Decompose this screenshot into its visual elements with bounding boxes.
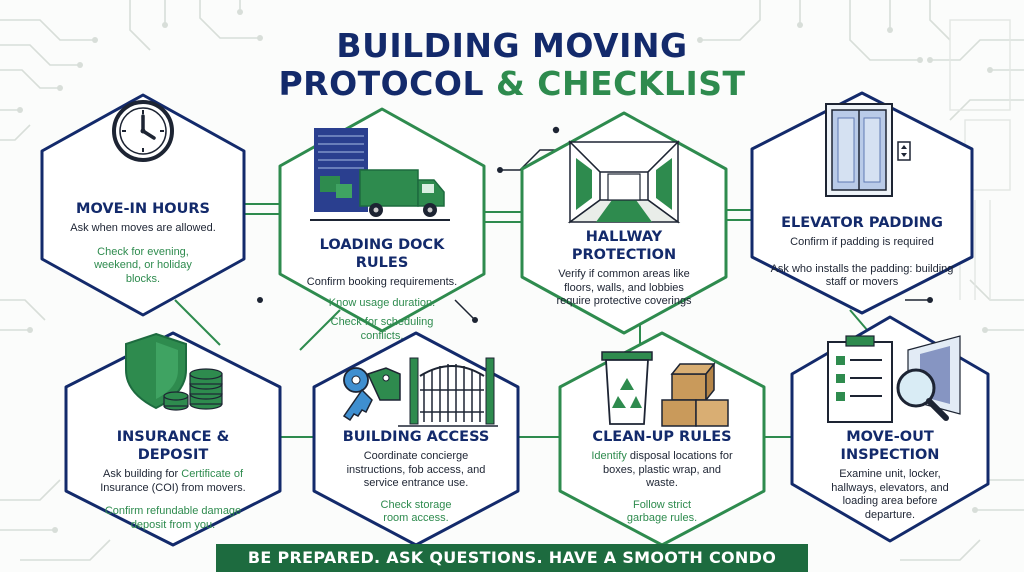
card-note: Follow strict garbage rules. bbox=[626, 498, 698, 525]
card-desc: Coordinate concierge instructions, fob a… bbox=[346, 450, 486, 489]
card-title: CLEAN-UP RULES bbox=[592, 429, 732, 445]
card-elevator-padding: ELEVATOR PADDING Confirm if padding is r… bbox=[748, 90, 976, 316]
card-desc: Examine unit, locker, hallways, elevator… bbox=[831, 468, 949, 521]
page-title: BUILDING MOVING bbox=[336, 26, 688, 65]
card-loading-dock-rules: LOADING DOCK RULES Confirm booking requi… bbox=[276, 106, 488, 342]
card-title: LOADING DOCK RULES bbox=[319, 237, 445, 271]
card-note: Ask who installs the padding: building s… bbox=[770, 262, 954, 289]
clipboard-magnifier-icon bbox=[827, 335, 961, 423]
card-desc: Ask building for Certificate of Insuranc… bbox=[84, 468, 262, 495]
desc-part: Ask building for bbox=[102, 468, 179, 480]
desc-part: disposal locations for boxes, plastic wr… bbox=[602, 450, 733, 489]
desc-highlight: Certificate of bbox=[181, 468, 244, 480]
elevator-icon bbox=[825, 103, 911, 197]
card-title-line2: PROTECTION bbox=[571, 247, 677, 263]
card-move-in-hours: MOVE-IN HOURS Ask when moves are allowed… bbox=[38, 92, 248, 318]
card-desc: Confirm booking requirements. bbox=[306, 276, 458, 288]
hex-frame bbox=[64, 331, 282, 547]
desc-part: Insurance (COI) from movers. bbox=[100, 481, 246, 494]
card-note-duration: Know usage duration. bbox=[328, 296, 436, 309]
hex-frame bbox=[40, 93, 246, 317]
card-title-line2: INSPECTION bbox=[840, 447, 940, 463]
card-title: BUILDING ACCESS bbox=[342, 429, 490, 445]
card-title-line1: MOVE-OUT bbox=[846, 429, 934, 445]
title-checklist: CHECKLIST bbox=[537, 64, 746, 103]
card-desc: Ask when moves are allowed. bbox=[70, 222, 216, 234]
card-desc: Verify if common areas like floors, wall… bbox=[556, 268, 692, 307]
truck-icon bbox=[310, 128, 450, 221]
clock-icon bbox=[112, 100, 174, 162]
card-title-line1: HALLWAY bbox=[585, 229, 663, 245]
title-ampersand: & bbox=[495, 64, 526, 103]
card-clean-up-rules: CLEAN-UP RULES Identify disposal locatio… bbox=[556, 330, 768, 548]
card-move-out-inspection: MOVE-OUT INSPECTION Examine unit, locker… bbox=[788, 314, 992, 544]
hallway-icon bbox=[567, 140, 681, 224]
recycle-bin-boxes-icon bbox=[601, 351, 729, 427]
card-note: Check storage room access. bbox=[380, 498, 452, 525]
desc-highlight: Identify bbox=[591, 450, 627, 462]
card-note-conflicts: Check for scheduling conflicts. bbox=[330, 316, 434, 342]
card-desc: Identify disposal locations for boxes, p… bbox=[578, 450, 746, 491]
page-subtitle: PROTOCOL & CHECKLIST bbox=[0, 64, 1024, 103]
hex-frame bbox=[750, 91, 974, 315]
card-title: INSURANCE & DEPOSIT bbox=[116, 429, 230, 463]
card-hallway-protection: HALLWAY PROTECTION Verify if common area… bbox=[518, 110, 730, 336]
footer-banner: BE PREPARED. ASK QUESTIONS. HAVE A SMOOT… bbox=[216, 544, 808, 572]
card-title: ELEVATOR PADDING bbox=[781, 215, 943, 231]
card-note: Check for evening, weekend, or holiday b… bbox=[94, 245, 192, 285]
card-building-access: BUILDING ACCESS Coordinate concierge ins… bbox=[310, 330, 522, 548]
key-gate-icon bbox=[342, 357, 498, 427]
card-desc: Confirm if padding is required bbox=[790, 236, 934, 248]
shield-coins-icon bbox=[125, 332, 223, 411]
card-insurance-deposit: INSURANCE & DEPOSIT Ask building for Cer… bbox=[62, 330, 284, 548]
title-protocol: PROTOCOL bbox=[278, 64, 484, 103]
card-title: MOVE-IN HOURS bbox=[76, 201, 210, 217]
card-note: Confirm refundable damage deposit from y… bbox=[104, 505, 242, 531]
